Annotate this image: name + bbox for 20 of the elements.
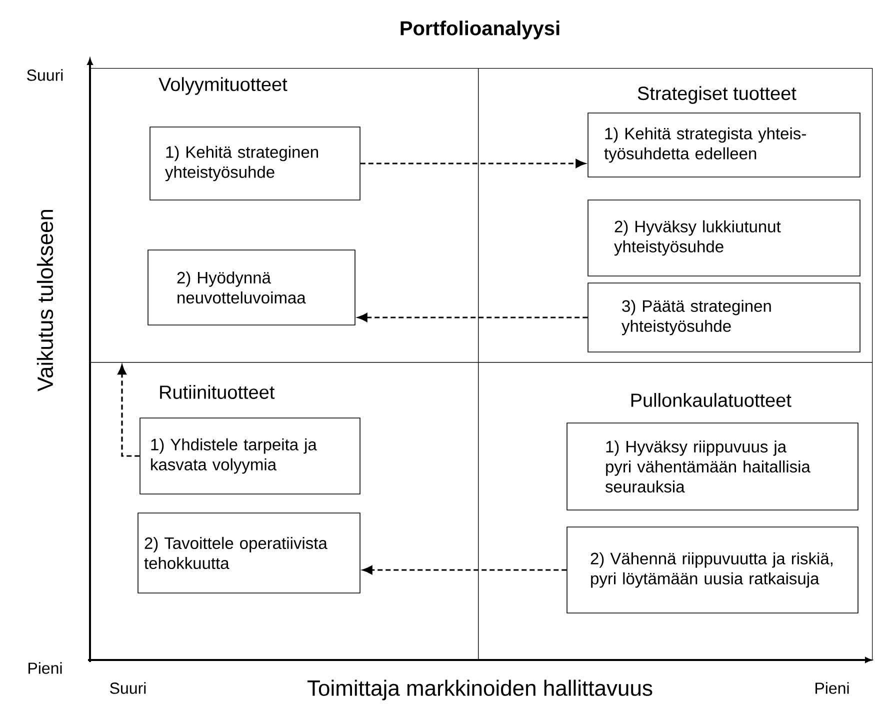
strategy-box: 2) Vähennä riippuvuutta ja riskiä, pyri löytämään uusia ratkaisuja [566, 526, 858, 614]
axis-tick-label: Suuri [27, 69, 63, 81]
arrow [118, 364, 140, 457]
arrow [358, 313, 588, 322]
title: Portfolioanalyysi [400, 20, 560, 40]
strategy-box: 2) Tavoittele operatiivista tehokkuutta [138, 512, 360, 594]
strategy-box: 1) Hyväksy riippuvuus ja pyri vähentämään haitallisia seurauksia [566, 422, 858, 510]
arrow [362, 566, 567, 574]
strategy-box: 2) Hyväksy lukkiutunut yhteistyösuhde [588, 200, 860, 276]
axis-title: Toimittaja markkinoiden hallittavuus [307, 680, 652, 700]
axis-tick-label: Pieni [816, 682, 849, 694]
strategy-box: 3) Päätä strateginen yhteistyösuhde [588, 282, 860, 352]
axis-title: Vaikutus tulokseen [36, 210, 54, 392]
strategy-box: 1) Kehitä strateginen yhteistyösuhde [150, 126, 360, 200]
axis-tick-label: Pieni [28, 662, 62, 674]
axis-tick-label: Suuri [110, 682, 146, 694]
strategy-box: 2) Hyödynnä neuvotteluvoimaa [148, 250, 356, 326]
strategy-box: 1) Kehitä strategista yhteis-työsuhdetta edelleen [588, 112, 860, 178]
arrow [360, 159, 586, 168]
strategy-box: 1) Yhdistele tarpeita ja kasvata volyymia [140, 418, 360, 494]
